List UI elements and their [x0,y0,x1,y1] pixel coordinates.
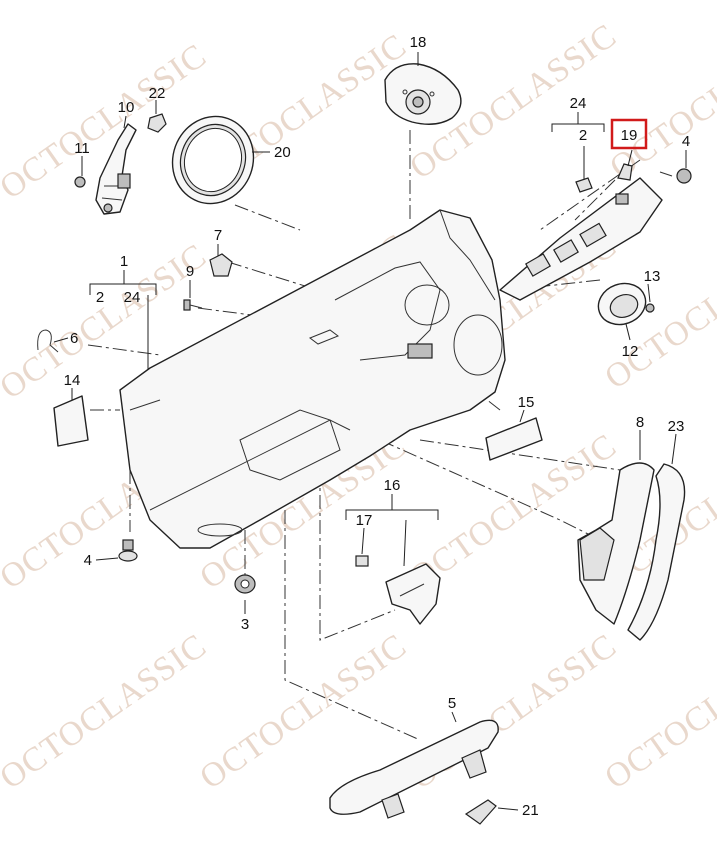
callout-4-bottom: 4 [84,552,92,569]
callout-16: 16 [384,477,401,494]
highlight-box-19 [610,118,648,150]
leader-lines [53,52,687,811]
callout-12: 12 [622,343,639,360]
part-6-clip [37,329,59,353]
part-21-clip [464,799,497,825]
part-8-armrest [577,462,655,625]
part-9-screw [183,299,203,311]
callout-8: 8 [636,414,644,431]
part-24-switch-panel [499,177,663,301]
part-4-screw-bottom [118,539,138,562]
part-3-grommet [234,574,256,594]
callout-14: 14 [64,372,81,389]
callout-18: 18 [410,34,427,51]
callout-20: 20 [274,144,291,161]
part-16-handle-cover [385,563,441,625]
callout-10: 10 [118,99,135,116]
part-14-cover [53,395,89,447]
callout-23: 23 [668,418,685,435]
callout-13: 13 [644,268,661,285]
callout-1-sub-2: 2 [96,289,104,306]
watermark: OCTOCLASSIC [603,17,717,187]
part-5-armrest-pad [329,719,499,819]
part-7-clip [209,253,233,277]
part-22-clip [147,113,167,133]
part-2-clip [575,177,593,193]
part-12-speaker [597,282,647,326]
callout-6: 6 [70,330,78,347]
part-13-screw [645,303,655,313]
part-11-screw [74,176,86,188]
part-23-armrest-cover [627,463,686,641]
callout-1: 1 [120,253,128,270]
part-4-screw-top [659,168,692,184]
callout-9: 9 [186,263,194,280]
watermark: OCTOCLASSIC [0,627,213,797]
part-17-clip [355,555,369,567]
part-1-door-panel [119,209,506,549]
callout-7: 7 [214,227,222,244]
callout-2: 2 [579,127,587,144]
callout-24: 24 [570,95,587,112]
part-20-ring [171,115,255,205]
callout-labels: 18 20 10 22 11 7 9 1 2 24 6 14 24 2 19 4… [64,34,691,819]
callout-15: 15 [518,394,535,411]
callout-17: 17 [356,512,373,529]
callout-4-top: 4 [682,133,690,150]
callout-21: 21 [522,802,539,819]
callout-1-sub-24: 24 [124,289,141,306]
brackets [89,112,605,520]
callout-3: 3 [241,616,249,633]
part-15-trim [485,417,543,461]
part-18-knob [384,63,462,125]
callout-5: 5 [448,695,456,712]
callout-19: 19 [621,127,638,144]
callout-22: 22 [149,85,166,102]
callout-11: 11 [74,140,90,157]
part-19-pin [617,163,633,181]
part-10-latch [95,123,137,215]
